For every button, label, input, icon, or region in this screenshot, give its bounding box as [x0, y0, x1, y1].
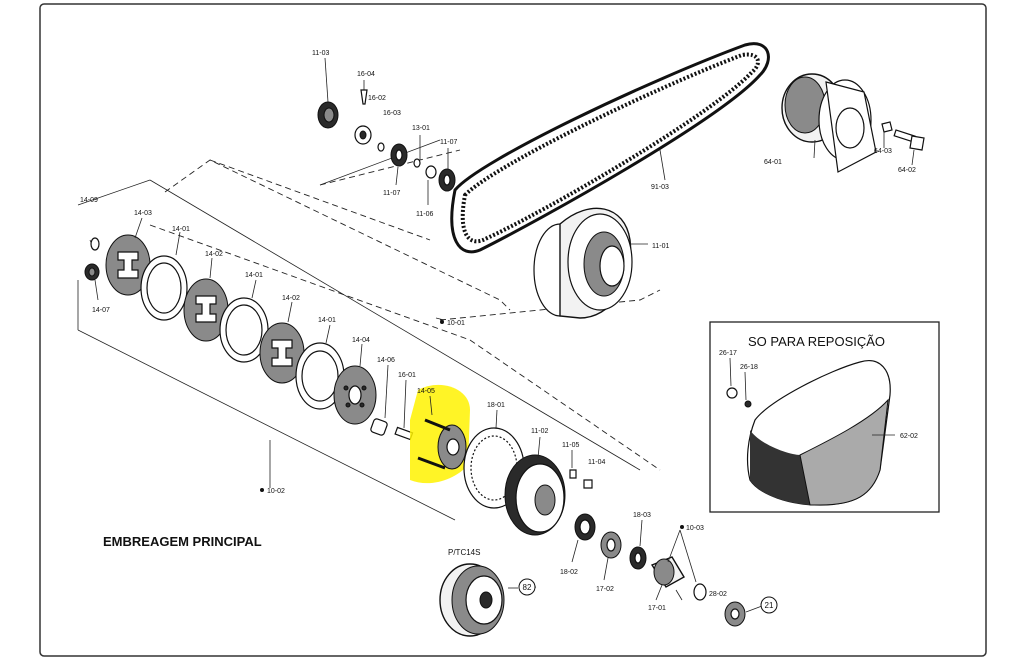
label-14-02-a: 14-02 [205, 251, 223, 258]
label-10-03: 10-03 [686, 525, 704, 532]
circled-ref-82: 82 [518, 578, 536, 596]
label-26-18: 26-18 [740, 364, 758, 371]
label-11-07-a: 11-07 [440, 139, 457, 146]
label-11-07-b: 11-07 [383, 190, 400, 197]
label-16-04: 16-04 [357, 71, 375, 78]
circled-number-21: 21 [765, 601, 774, 610]
replacement-inset [709, 321, 940, 513]
label-10-02: 10-02 [267, 488, 285, 495]
drive-pulley [781, 73, 925, 173]
highlighted-part-14-05 [410, 384, 470, 484]
label-62-02: 62-02 [900, 433, 918, 440]
label-18-02: 18-02 [560, 569, 578, 576]
pulley-bearing-group [317, 57, 456, 205]
label-16-01: 16-01 [398, 372, 416, 379]
label-17-02: 17-02 [596, 586, 614, 593]
label-16-03: 16-03 [383, 110, 401, 117]
label-64-02: 64-02 [898, 167, 916, 174]
label-14-01-a: 14-01 [172, 226, 190, 233]
label-64-03: 64-03 [874, 148, 892, 155]
label-16-02: 16-02 [368, 95, 386, 102]
inset-title: SO PARA REPOSIÇÃO [748, 334, 885, 349]
label-11-06: 11-06 [416, 211, 433, 218]
label-14-06: 14-06 [377, 357, 395, 364]
label-14-05: 14-05 [417, 388, 435, 395]
label-11-05: 11-05 [562, 442, 579, 449]
housing-outline [77, 149, 661, 521]
main-pulley [533, 207, 648, 319]
label-28-02: 28-02 [709, 591, 727, 598]
label-18-03: 18-03 [633, 512, 651, 519]
label-14-03: 14-03 [134, 210, 152, 217]
label-17-01: 17-01 [648, 605, 666, 612]
label-11-04: 11-04 [588, 459, 605, 466]
label-11-03: 11-03 [312, 50, 329, 57]
label-11-01: 11-01 [652, 243, 669, 250]
label-14-07: 14-07 [92, 307, 110, 314]
label-91-03: 91-03 [651, 184, 669, 191]
label-64-01: 64-01 [764, 159, 782, 166]
shaft-bearing-group [571, 513, 763, 627]
label-14-09: 14-09 [80, 197, 98, 204]
circled-number-82: 82 [523, 583, 532, 592]
label-11-02: 11-02 [531, 428, 548, 435]
label-26-17: 26-17 [719, 350, 737, 357]
diagram-title: EMBREAGEM PRINCIPAL [103, 534, 262, 549]
label-13-01: 13-01 [412, 125, 430, 132]
label-18-01: 18-01 [487, 402, 505, 409]
label-14-01-c: 14-01 [318, 317, 336, 324]
label-10-01: 10-01 [447, 320, 465, 327]
clutch-disc-stack [84, 217, 414, 441]
label-14-04: 14-04 [352, 337, 370, 344]
model-label: P/TC14S [448, 548, 480, 557]
alternate-pulley [439, 563, 518, 637]
friction-ring-and-plate [463, 409, 593, 536]
part-labels: 11-03 16-04 16-02 16-03 13-01 11-07 11-0… [80, 50, 918, 612]
label-14-01-b: 14-01 [245, 272, 263, 279]
label-14-02-b: 14-02 [282, 295, 300, 302]
leader-lines [260, 317, 684, 589]
v-belt [450, 42, 770, 254]
circled-ref-21: 21 [760, 596, 778, 614]
